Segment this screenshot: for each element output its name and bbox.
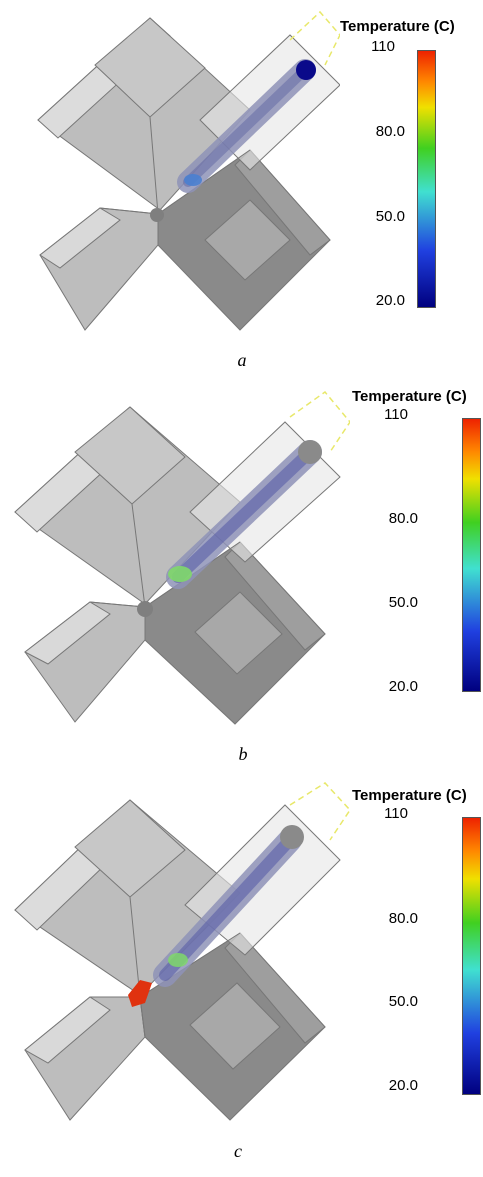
sprue-inlet: [296, 60, 316, 80]
colorbar-c: [462, 817, 481, 1095]
mold-render-a: [37, 10, 340, 331]
mold-render-b: [14, 390, 350, 725]
tick-50-b: 50.0: [388, 594, 418, 611]
tick-110-c: 110: [384, 805, 408, 822]
colorbar-b: [462, 418, 481, 692]
tick-80-b: 80.0: [388, 510, 418, 527]
tick-80-c: 80.0: [388, 910, 418, 927]
tick-20-a: 20.0: [375, 292, 405, 309]
legend-title-b: Temperature (C): [352, 388, 467, 405]
tick-50-a: 50.0: [375, 208, 405, 225]
colorbar-a: [417, 50, 436, 308]
melt-front-hot: [128, 980, 152, 1007]
runner-tube: [177, 59, 316, 193]
legend-title-a: Temperature (C): [340, 18, 455, 35]
tick-50-c: 50.0: [388, 993, 418, 1010]
caption-b: b: [238, 744, 248, 764]
mold-render-c: [14, 782, 350, 1121]
panel-b: Temperature (C) 110 80.0 50.0 20.0 b: [0, 382, 483, 772]
melt-front: [168, 566, 192, 582]
tick-110-b: 110: [384, 406, 408, 423]
legend-title-c: Temperature (C): [352, 787, 467, 804]
caption-a: a: [237, 350, 247, 370]
panel-a: Temperature (C) 110 80.0 50.0 20.0 a: [0, 0, 483, 380]
tick-80-a: 80.0: [375, 123, 405, 140]
caption-c: c: [234, 1141, 242, 1161]
tick-20-c: 20.0: [388, 1077, 418, 1094]
panel-c: Temperature (C) 110 80.0 50.0 20.0 c: [0, 775, 483, 1177]
tick-20-b: 20.0: [388, 678, 418, 695]
melt-front: [184, 174, 202, 186]
cavity-outline: [289, 10, 340, 66]
tick-110-a: 110: [371, 38, 395, 55]
gate-marker: [150, 208, 164, 222]
